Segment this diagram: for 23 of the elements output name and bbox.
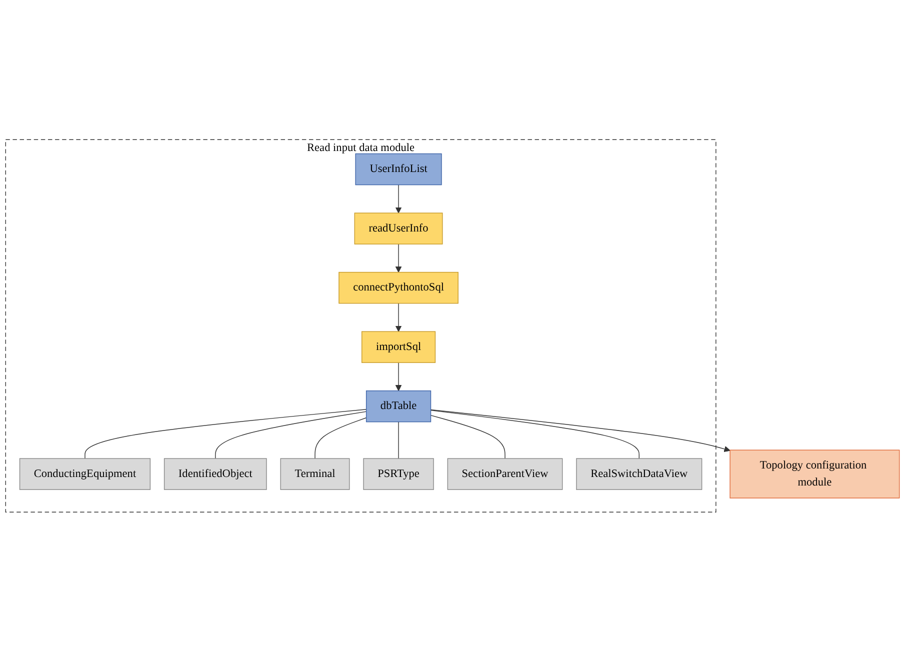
node-box: ConductingEquipment: [19, 458, 151, 490]
connector: [430, 410, 640, 459]
arrow: [395, 362, 402, 392]
node-box: dbTable: [366, 390, 432, 422]
connector: [314, 418, 367, 459]
arrow: [430, 409, 730, 452]
node-box: IdentifiedObject: [164, 458, 267, 490]
arrow: [395, 244, 402, 273]
node-box: RealSwitchDataView: [576, 458, 702, 490]
connector: [84, 409, 367, 459]
node-box: SectionParentView: [447, 458, 563, 490]
node-box: readUserInfo: [354, 212, 443, 244]
node-box: PSRType: [363, 458, 434, 490]
node-box: UserInfoList: [355, 154, 442, 186]
arrow: [395, 184, 402, 214]
node-box: Terminal: [280, 458, 350, 490]
connector: [430, 415, 506, 459]
connector: [398, 422, 399, 459]
connector: [215, 411, 367, 459]
arrow: [395, 303, 402, 332]
node-box: Topology configuration module: [730, 450, 900, 498]
node-box: connectPythontoSql: [338, 272, 458, 304]
node-box: importSql: [361, 331, 436, 364]
